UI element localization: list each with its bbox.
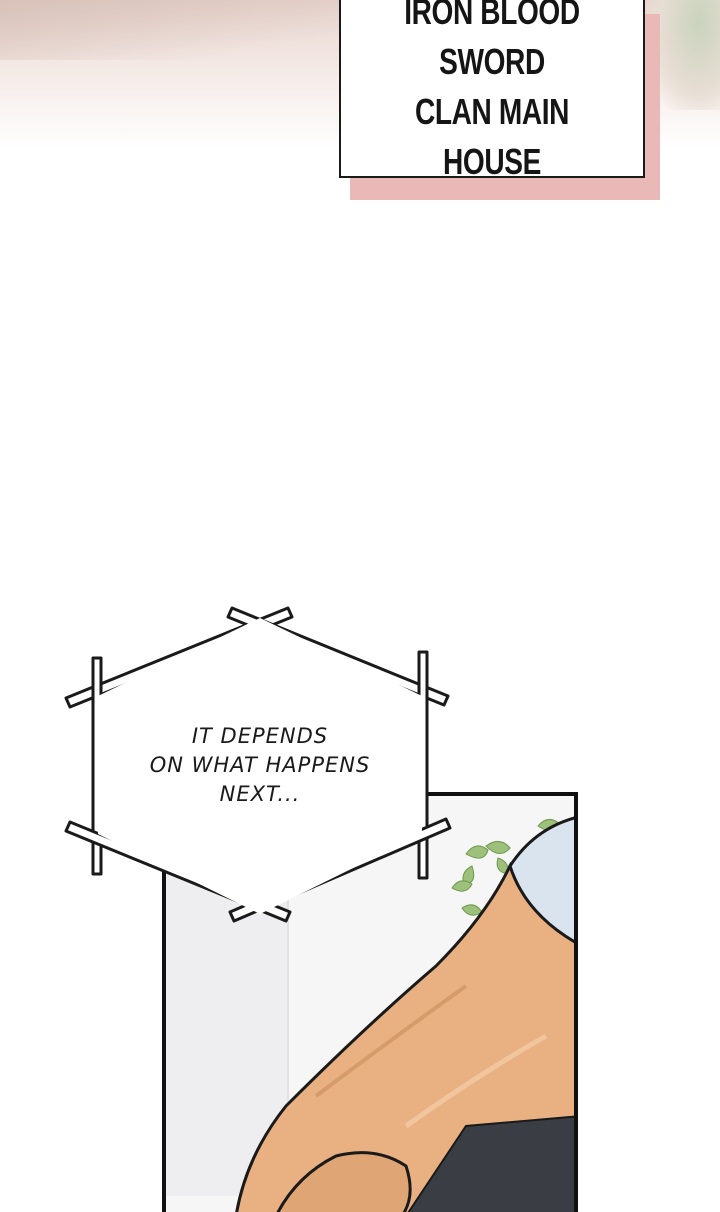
caption-line-1: IRON BLOOD SWORD	[404, 0, 580, 82]
speech-bubble-text: IT DEPENDS ON WHAT HAPPENS NEXT...	[110, 722, 410, 809]
location-caption-box: IRON BLOOD SWORD CLAN MAIN HOUSE	[339, 0, 645, 182]
speech-bubble-frame	[64, 606, 452, 923]
bubble-line-2: ON WHAT HAPPENS	[149, 753, 371, 777]
bubble-line-1: IT DEPENDS	[191, 724, 329, 748]
bubble-line-3: NEXT...	[219, 782, 301, 806]
foliage-illustration	[650, 0, 720, 110]
caption-line-2: CLAN MAIN HOUSE	[414, 91, 570, 182]
